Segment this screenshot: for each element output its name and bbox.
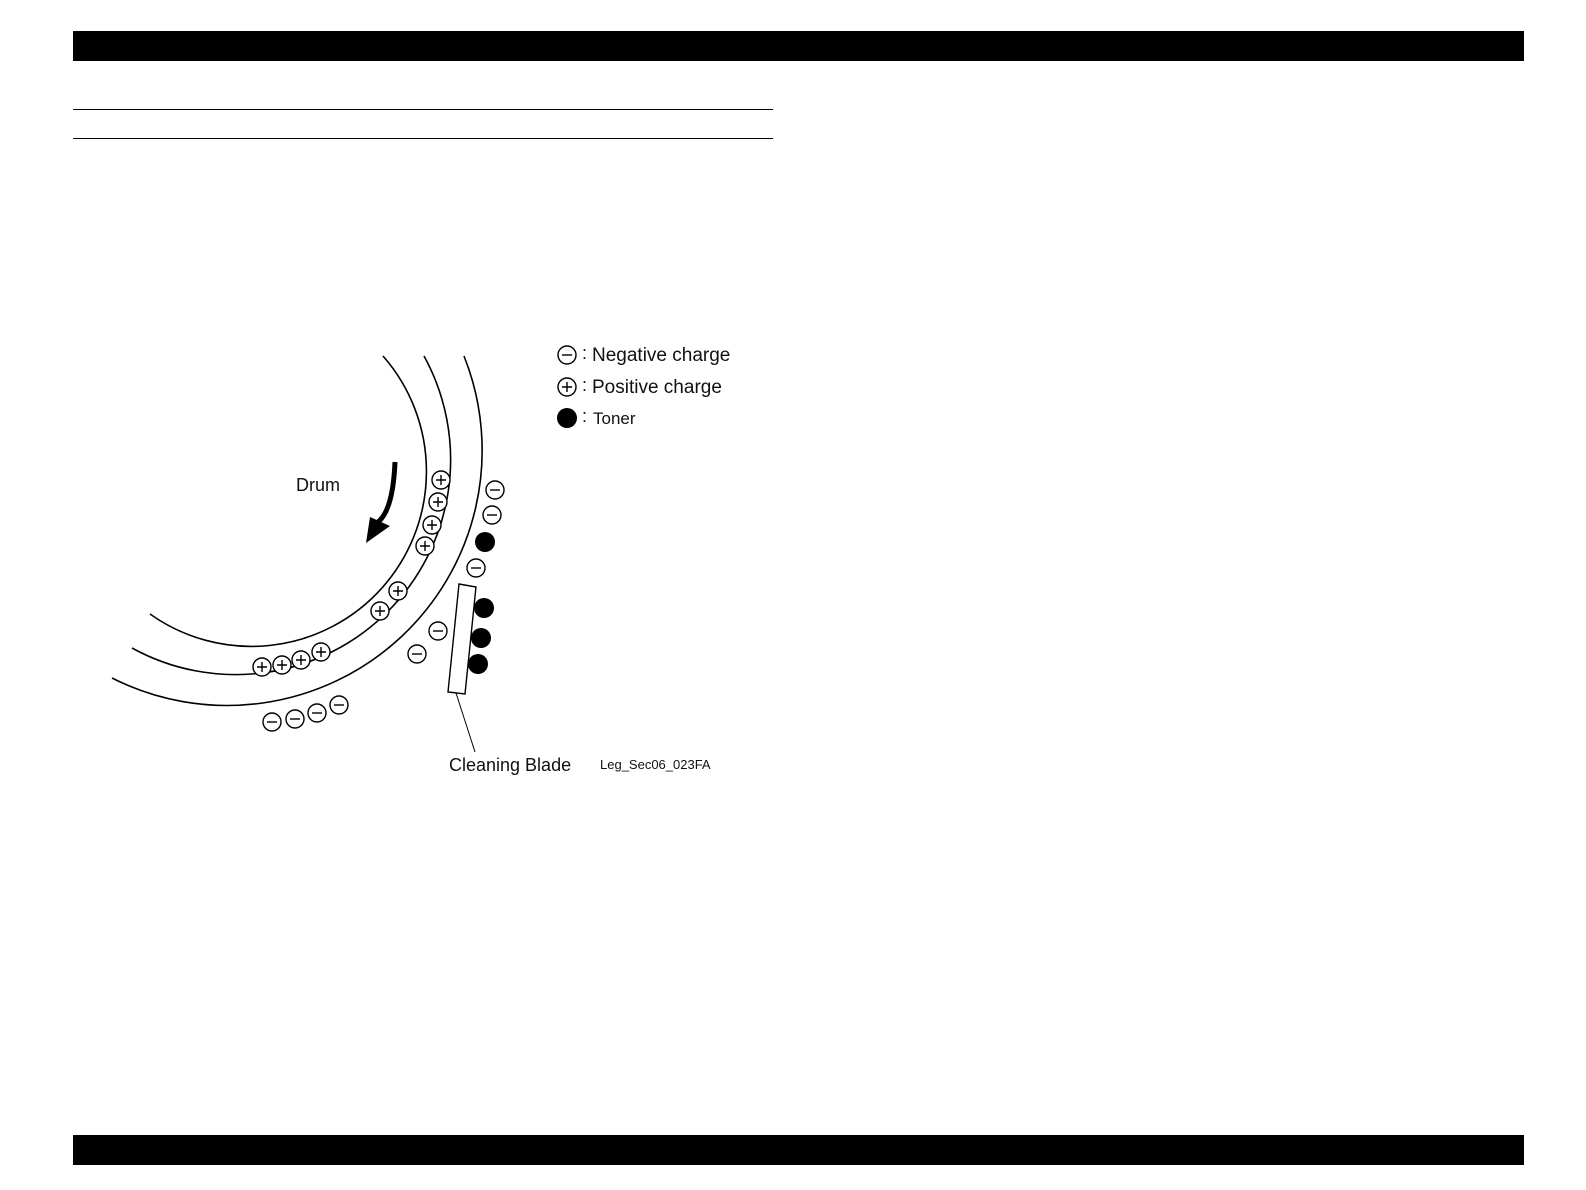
rotation-arrow-icon	[366, 462, 395, 543]
legend-negative-label: Negative charge	[592, 345, 730, 366]
footer-bar	[73, 1135, 1524, 1165]
toner-particle-icon	[474, 598, 494, 618]
legend: : Negative charge : Positive charge : To…	[557, 343, 730, 428]
positive-charge-icon	[429, 493, 447, 511]
negative-charge-icon	[263, 713, 281, 731]
positive-charge-icon	[423, 516, 441, 534]
legend-positive-icon	[558, 378, 576, 396]
legend-toner-label: Toner	[593, 409, 636, 428]
negative-charge-icon	[308, 704, 326, 722]
negative-charge-icon	[467, 559, 485, 577]
positive-charge-icon	[253, 658, 271, 676]
negative-charge-icon	[483, 506, 501, 524]
legend-toner-icon	[557, 408, 577, 428]
svg-text::: :	[582, 406, 587, 426]
positive-charge-icon	[292, 651, 310, 669]
legend-negative-icon	[558, 346, 576, 364]
legend-positive-label: Positive charge	[592, 377, 722, 398]
negative-charge-icon	[408, 645, 426, 663]
negative-charge-icon	[330, 696, 348, 714]
cleaning-blade-label: Cleaning Blade	[449, 755, 571, 775]
positive-charge-icon	[371, 602, 389, 620]
drum-label: Drum	[296, 475, 340, 495]
svg-text::: :	[582, 343, 587, 363]
svg-text::: :	[582, 375, 587, 395]
negative-charge-icon	[429, 622, 447, 640]
figure-id-label: Leg_Sec06_023FA	[600, 757, 711, 772]
positive-charge-icon	[312, 643, 330, 661]
positive-charge-icon	[432, 471, 450, 489]
toner-particle-icon	[475, 532, 495, 552]
photoconductor-layer-arc	[132, 356, 451, 675]
positive-charge-icon	[389, 582, 407, 600]
toner-particle-icon	[468, 654, 488, 674]
positive-charge-icon	[273, 656, 291, 674]
toner-particle-icon	[471, 628, 491, 648]
negative-charge-icon	[486, 481, 504, 499]
negative-charge-icon	[286, 710, 304, 728]
positive-charge-icon	[416, 537, 434, 555]
